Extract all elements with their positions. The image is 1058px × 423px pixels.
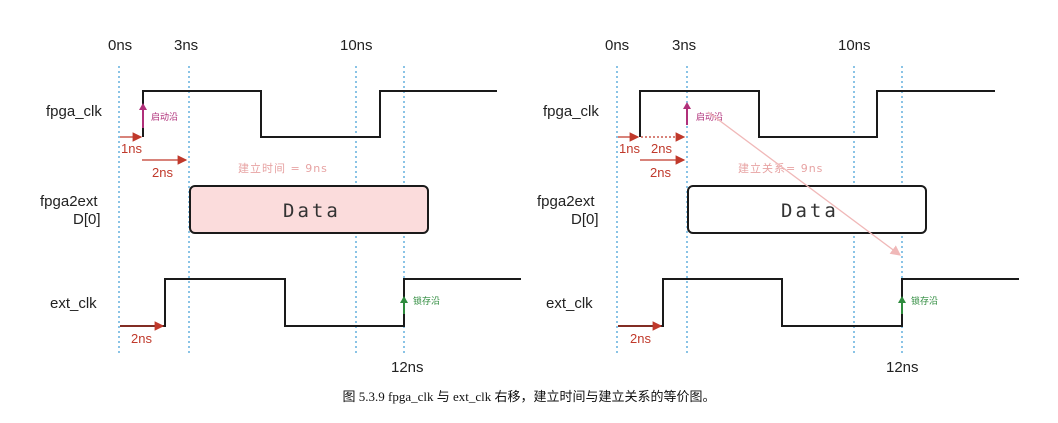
left-clk-delay-label: 1ns (121, 141, 142, 156)
left-signal-fpga2ext: fpga2ext (40, 193, 98, 210)
right-fpga-clk-wave (639, 90, 995, 138)
right-signal-fpga2ext: fpga2ext (537, 193, 595, 210)
left-signal-fpga-clk: fpga_clk (46, 103, 102, 120)
right-clk-shift-label: 2ns (651, 141, 672, 156)
left-time-10ns: 10ns (340, 37, 373, 54)
right-launch-edge-label: 启动沿 (696, 111, 723, 123)
figure-caption: 图 5.3.9 fpga_clk 与 ext_clk 右移，建立时间与建立关系的… (343, 389, 716, 404)
left-launch-edge-label: 启动沿 (151, 111, 178, 123)
right-time-0ns: 0ns (605, 37, 629, 54)
left-time-12ns: 12ns (391, 359, 424, 376)
left-launch-edge-arrowhead (139, 103, 147, 110)
right-timing-panel: 0ns 3ns 10ns 12ns fpga_clk fpga2ext D[0]… (537, 37, 1019, 376)
right-time-10ns: 10ns (838, 37, 871, 54)
left-latch-edge-arrowhead (400, 296, 408, 303)
right-time-12ns: 12ns (886, 359, 919, 376)
right-latch-edge-label: 锁存沿 (911, 295, 938, 307)
left-fpga-clk-wave (142, 90, 497, 138)
left-time-3ns: 3ns (174, 37, 198, 54)
left-timing-panel: 0ns 3ns 10ns 12ns fpga_clk fpga2ext D[0]… (40, 37, 521, 376)
right-setup-relation-arrow (707, 111, 902, 256)
left-setup-time-annotation: 建立时间 = 9ns (238, 161, 328, 175)
right-signal-d0: D[0] (571, 211, 599, 228)
right-data-delay-label: 2ns (650, 165, 671, 180)
left-time-0ns: 0ns (108, 37, 132, 54)
right-signal-ext-clk: ext_clk (546, 295, 593, 312)
left-latch-edge-label: 锁存沿 (413, 295, 440, 307)
right-launch-edge-arrowhead (683, 102, 691, 109)
left-ext-clk-wave (120, 278, 521, 327)
right-time-3ns: 3ns (672, 37, 696, 54)
left-signal-d0: D[0] (73, 211, 101, 228)
right-data-label: Data (781, 200, 839, 222)
right-setup-relation-annotation: 建立关系= 9ns (738, 161, 823, 175)
right-ext-delay-label: 2ns (630, 331, 651, 346)
left-data-delay-label: 2ns (152, 165, 173, 180)
right-latch-edge-arrowhead (898, 296, 906, 303)
left-ext-delay-label: 2ns (131, 331, 152, 346)
right-signal-fpga-clk: fpga_clk (543, 103, 599, 120)
left-signal-ext-clk: ext_clk (50, 295, 97, 312)
left-data-box (189, 185, 429, 234)
right-ext-clk-wave (618, 278, 1019, 327)
left-data-label: Data (283, 200, 341, 222)
right-clk-delay-label: 1ns (619, 141, 640, 156)
